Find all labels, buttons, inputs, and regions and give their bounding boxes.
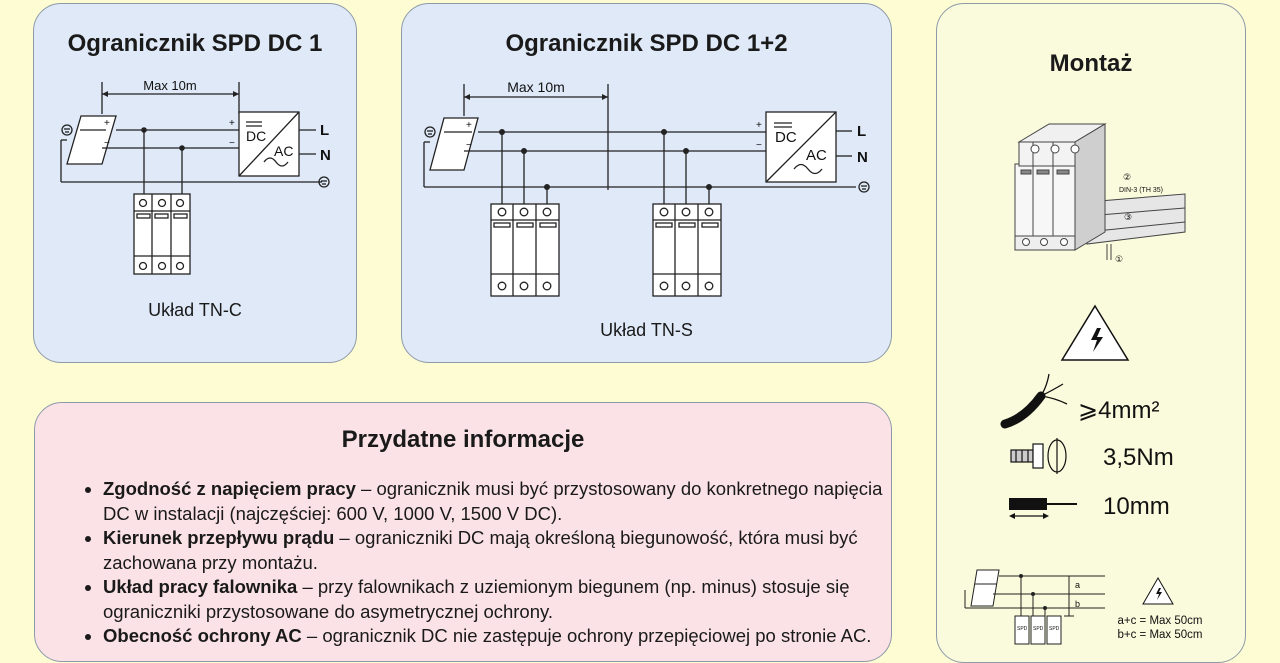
distance-rule-bc: b+c = Max 50cm [1117,629,1202,641]
plus-sign: + [104,118,110,129]
list-item: Kierunek przepływu prądu – ograniczniki … [103,526,891,575]
distance-a-label: a [1075,580,1080,590]
item-term: Zgodność z napięciem pracy [103,478,356,499]
minus-sign: − [466,140,472,151]
cable-cross-section: ⩾4mm² [1078,397,1159,424]
inverter-plus-sign: + [756,120,762,131]
spd-label: SPD [1033,626,1044,632]
item-text: – ograniczniki DC mają określoną bieguno… [103,527,858,573]
panel-title: Montaż [1049,50,1133,77]
panel-title: Ogranicznik SPD DC 1+2 [505,30,788,57]
rail-label: DIN-3 (TH 35) [1119,187,1163,194]
cable-icon [1000,373,1068,429]
list-item: Zgodność z napięciem pracy – ogranicznik… [103,477,891,526]
system-caption: Układ TN-S [600,320,693,340]
panel-mounting: Montaż DIN-3 (TH 35) ② ③ ① [936,3,1246,663]
distance-label: Max 10m [143,78,196,93]
mounting-illustrations: DIN-3 (TH 35) ② ③ ① ⩾4mm² 3,5Nm [964,123,1203,645]
minus-sign: − [104,138,110,149]
wiring-diagram-tn-s: Max 10m + − + − DC AC L N [423,79,870,297]
system-caption: Układ TN-C [148,300,242,320]
strip-length: 10mm [1103,493,1170,520]
ac-label: AC [274,143,293,159]
ac-label: AC [806,147,827,164]
inverter-plus-sign: + [229,118,235,129]
info-list: Zgodność z napięciem pracy – ogranicznik… [85,477,891,649]
inverter-minus-sign: − [756,140,762,151]
small-warning-icon [1142,576,1174,605]
n-label: N [320,147,331,164]
distance-b-label: b [1075,599,1080,609]
l-label: L [320,122,329,139]
l-label: L [857,123,866,140]
step-2-marker: ② [1123,172,1131,182]
item-text: – ogranicznik DC nie zastępuje ochrony p… [301,625,872,646]
n-label: N [857,149,868,166]
plus-sign: + [466,120,472,131]
item-term: Obecność ochrony AC [103,625,302,646]
inverter-minus-sign: − [229,138,235,149]
item-term: Kierunek przepływu prądu [103,527,335,548]
item-text: – przy falownikach z uziemionym biegunem… [103,576,850,622]
panel-spd-dc12: Ogranicznik SPD DC 1+2 [401,3,892,363]
item-text: – ogranicznik musi być przystosowany do … [103,478,883,524]
distance-rule-ac: a+c = Max 50cm [1117,615,1202,627]
dc-label: DC [775,129,797,146]
spd-label: SPD [1049,626,1060,632]
torque-value: 3,5Nm [1103,444,1174,471]
step-3-marker: ③ [1124,212,1132,222]
panel-useful-info: Przydatne informacje Zgodność z napięcie… [34,402,892,662]
item-term: Układ pracy falownika [103,576,298,597]
high-voltage-warning-icon [1060,304,1130,361]
step-1-marker: ① [1115,254,1123,264]
distance-diagram [964,569,1105,645]
torque-screw-icon [1010,438,1067,474]
panel-spd-dc1: Ogranicznik SPD DC 1 [33,3,357,363]
panel-title: Przydatne informacje [341,426,585,453]
dc-label: DC [246,128,266,144]
list-item: Układ pracy falownika – przy falownikach… [103,575,891,624]
spd-label: SPD [1017,626,1028,632]
panel-title: Ogranicznik SPD DC 1 [67,30,323,57]
spd-module-illustration [1014,123,1112,260]
distance-label: Max 10m [507,79,565,95]
wiring-diagram-tn-c: Max 10m + − + − DC AC L N [60,78,331,275]
list-item: Obecność ochrony AC – ogranicznik DC nie… [103,624,891,649]
wire-strip-icon [1009,498,1077,519]
